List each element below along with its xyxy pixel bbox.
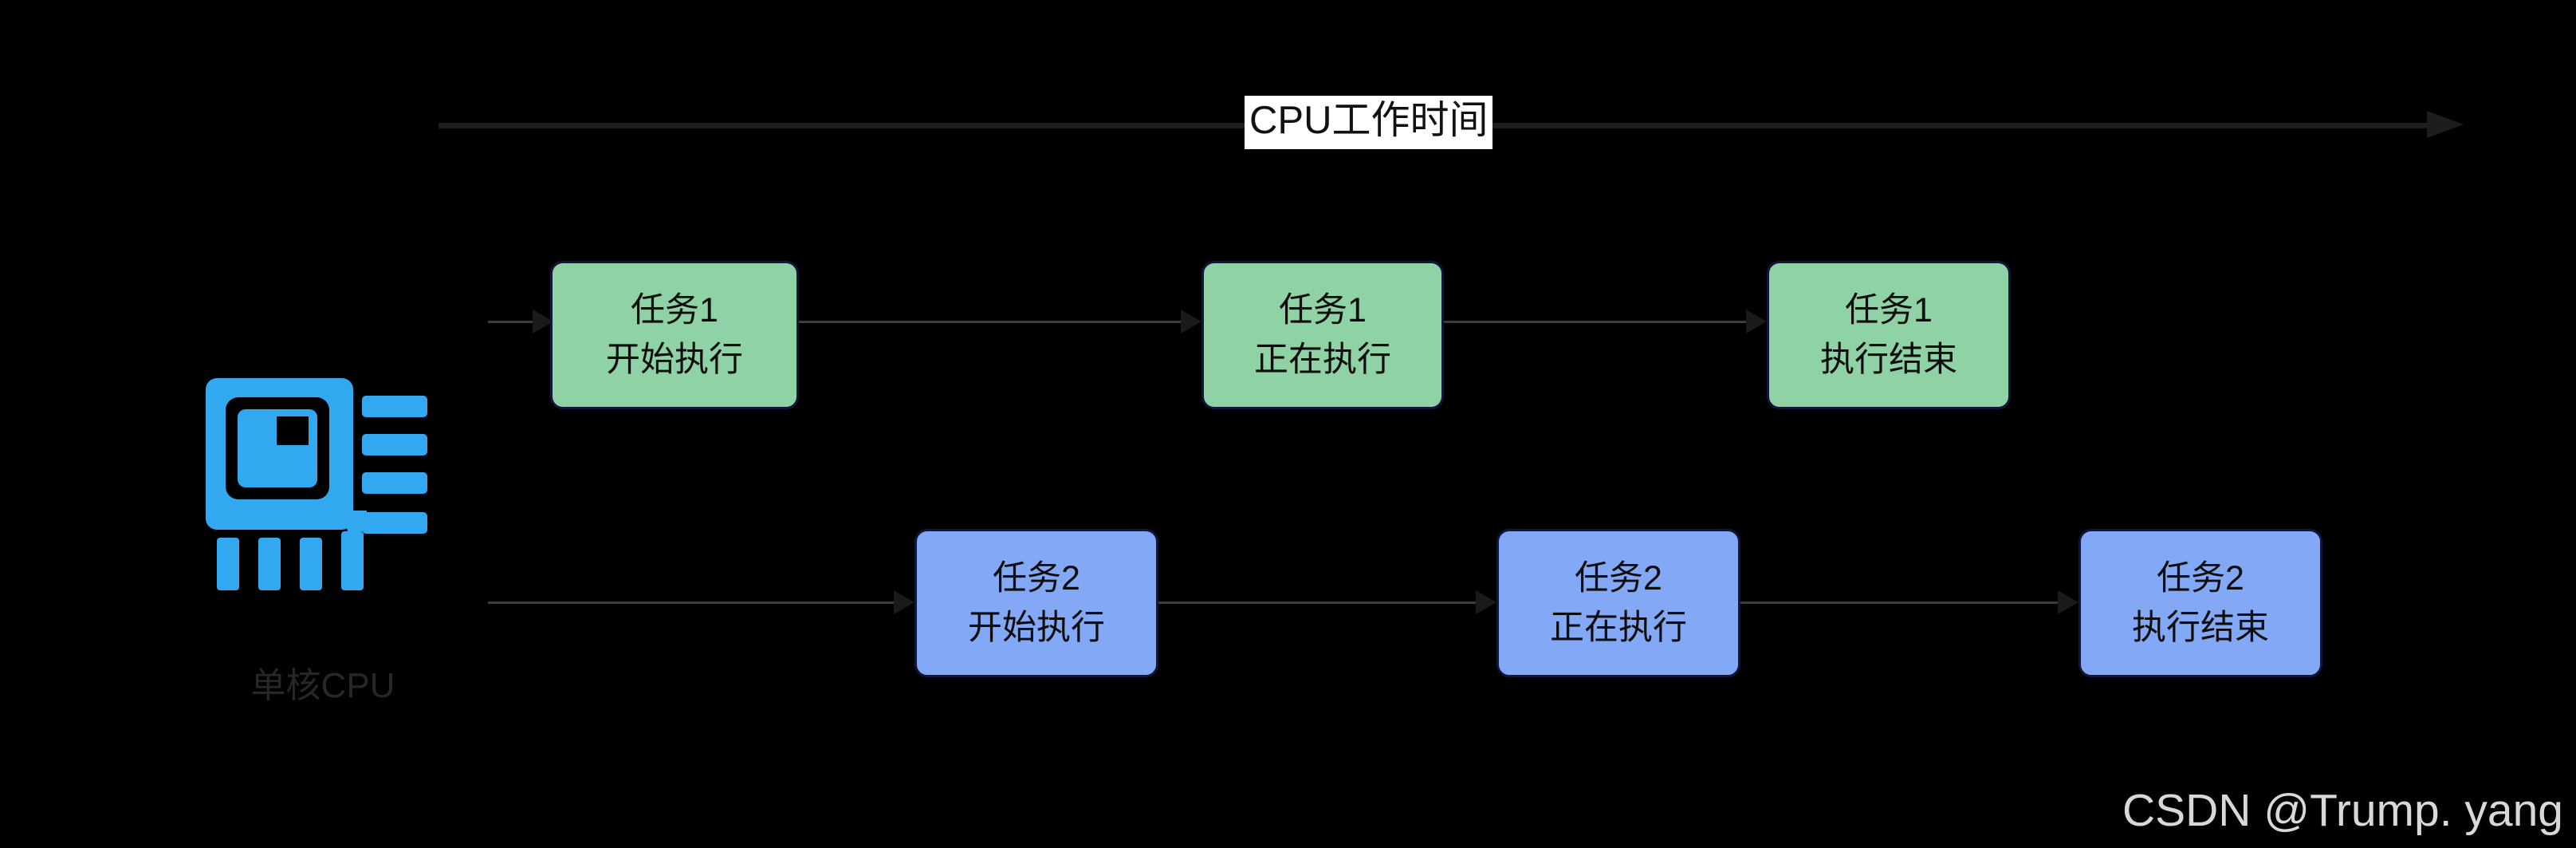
node-line-1: 任务1 <box>1279 290 1367 329</box>
node-line-2: 开始执行 <box>606 341 743 379</box>
node-task2-end[interactable]: 任务2 执行结束 <box>2078 529 2322 677</box>
node-line-1: 任务1 <box>1845 290 1933 329</box>
node-task2-running[interactable]: 任务2 正在执行 <box>1496 529 1740 677</box>
timeline-arrowhead-icon <box>2427 111 2464 138</box>
node-line-2: 开始执行 <box>968 609 1105 647</box>
connector-cpu-to-task1-1 <box>488 310 553 333</box>
node-task1-end[interactable]: 任务1 执行结束 <box>1767 261 2011 409</box>
csdn-watermark: CSDN @Trump. yang <box>2122 785 2563 836</box>
node-line-1: 任务2 <box>1575 558 1662 598</box>
timeline-label: CPU工作时间 <box>1245 96 1493 149</box>
cpu-label: 单核CPU <box>250 666 395 705</box>
node-task1-running[interactable]: 任务1 正在执行 <box>1201 261 1444 409</box>
node-line-1: 任务2 <box>993 558 1080 598</box>
node-task1-start[interactable]: 任务1 开始执行 <box>550 261 799 409</box>
single-core-cpu-group: 单核CPU <box>199 375 462 742</box>
node-line-1: 任务1 <box>631 290 718 329</box>
connector-cpu-to-task2-1 <box>488 590 914 614</box>
node-line-2: 执行结束 <box>2132 609 2269 647</box>
connector-task1-1-to-2 <box>799 310 1201 333</box>
connector-task1-2-to-3 <box>1444 310 1767 333</box>
node-line-2: 正在执行 <box>1254 341 1391 379</box>
node-line-2: 正在执行 <box>1550 609 1687 647</box>
node-line-2: 执行结束 <box>1820 341 1957 379</box>
connector-task2-2-to-3 <box>1740 590 2078 614</box>
node-line-1: 任务2 <box>2157 558 2244 598</box>
cpu-chip-icon <box>206 378 427 590</box>
connector-task2-1-to-2 <box>1158 590 1496 614</box>
node-task2-start[interactable]: 任务2 开始执行 <box>914 529 1158 677</box>
